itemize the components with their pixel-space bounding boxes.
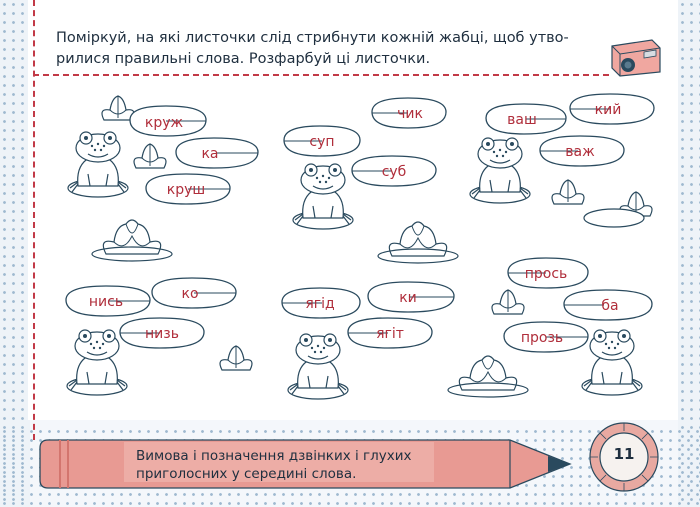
frog-icon [581, 329, 643, 396]
topic-line-2: приголосних у середині слова. [136, 466, 357, 482]
lotus-icon [491, 289, 525, 315]
frog-icon [287, 333, 349, 400]
topic-line-1: Вимова і позначення дзвінких і глухих [136, 448, 412, 464]
margin-line-vertical [33, 0, 35, 440]
leaf[interactable]: прось [507, 257, 589, 289]
leaf[interactable]: кий [569, 93, 655, 125]
task-instruction-line-2: рилися правильні слова. Розфарбуй ці лис… [56, 51, 431, 67]
leaf-word: ка [201, 146, 218, 162]
leaf[interactable]: ягіт [347, 317, 433, 349]
lotus-icon [377, 221, 459, 264]
leaf-word: ко [181, 286, 198, 302]
leaf[interactable]: круш [145, 173, 231, 205]
leaf-word: суб [382, 164, 407, 180]
pencil-sharpener-icon [611, 39, 661, 77]
frog-icon [292, 163, 354, 230]
task-instruction: Поміркуй, на які листочки слід стрибнути… [56, 28, 586, 70]
pencil-icon [39, 439, 572, 489]
leaf[interactable]: нись [65, 285, 151, 317]
margin-line-horizontal [33, 74, 609, 76]
leaf-word: чик [397, 106, 423, 122]
leaf-word: ки [399, 290, 417, 306]
lily-pad [583, 208, 645, 228]
lotus-icon [101, 95, 135, 121]
leaf[interactable]: важ [539, 135, 625, 167]
leaf-word: низь [145, 326, 179, 342]
leaf[interactable]: ягід [281, 287, 361, 319]
leaf-word: нись [89, 294, 123, 310]
frog-icon [66, 329, 128, 396]
leaf-word: суп [309, 134, 334, 150]
leaf[interactable]: ки [367, 281, 455, 313]
leaf-word: круж [145, 115, 184, 131]
lotus-icon [133, 143, 167, 169]
dotted-border-left [0, 0, 30, 507]
leaf[interactable]: суб [351, 155, 437, 187]
leaf-word: кий [595, 102, 622, 118]
leaf[interactable]: прозь [503, 321, 589, 353]
leaf[interactable]: круж [129, 105, 207, 137]
leaf[interactable]: чик [371, 97, 447, 129]
lotus-icon [447, 355, 529, 398]
leaf-word: прозь [521, 330, 563, 346]
frog-icon [67, 131, 129, 198]
leaf-word: прось [525, 266, 568, 282]
lotus-icon [91, 219, 173, 262]
leaf[interactable]: ба [563, 289, 653, 321]
page-number: 11 [613, 445, 635, 463]
frog-icon [469, 137, 531, 204]
lotus-icon [219, 345, 253, 371]
topic-footer: Вимова і позначення дзвінких і глухих пр… [136, 447, 436, 483]
leaf-word: ягіт [376, 326, 404, 342]
leaf-word: ягід [305, 296, 334, 312]
lotus-icon [551, 179, 585, 205]
leaf[interactable]: низь [119, 317, 205, 349]
leaf[interactable]: суп [283, 125, 361, 157]
leaf-word: круш [167, 182, 205, 198]
leaf-word: ба [601, 298, 618, 314]
leaf[interactable]: ка [175, 137, 259, 169]
leaf-word: ваш [507, 112, 537, 128]
leaf-word: важ [565, 144, 595, 160]
leaf[interactable]: ко [151, 277, 237, 309]
gear-badge-icon [589, 422, 659, 492]
dotted-border-right [678, 0, 700, 507]
task-instruction-line-1: Поміркуй, на які листочки слід стрибнути… [56, 30, 569, 46]
leaf[interactable]: ваш [485, 103, 567, 135]
